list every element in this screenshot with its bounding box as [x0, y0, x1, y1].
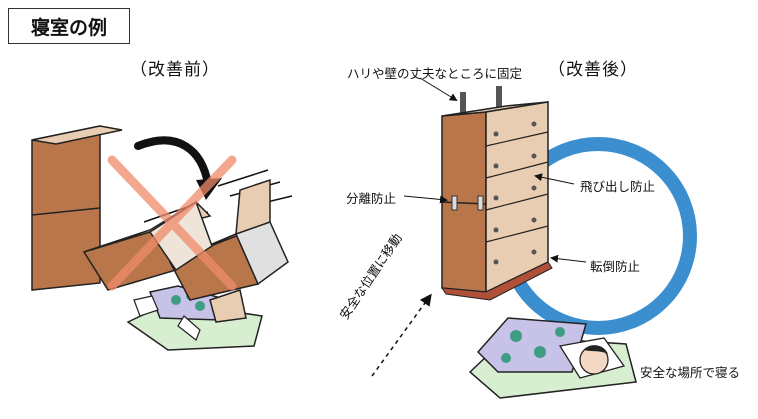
- before-scene: [31, 125, 293, 351]
- before-heading: （改善前）: [130, 60, 220, 80]
- fixed-chest: [441, 101, 553, 301]
- after-heading: （改善後）: [548, 60, 638, 80]
- label-tipping-prevention: 転倒防止: [590, 259, 641, 274]
- label-fix-to-beam: ハリや壁の丈夫なところに固定: [347, 66, 523, 81]
- falling-chest-back: [31, 125, 123, 291]
- label-separation-prevention: 分離防止: [346, 191, 397, 206]
- label-sleep-safe-place: 安全な場所で寝る: [640, 365, 741, 380]
- after-futon: [468, 317, 637, 399]
- move-arrow: [371, 293, 432, 377]
- fall-arrow: [134, 136, 212, 188]
- after-scene: [371, 77, 697, 399]
- danger-cross: [107, 155, 237, 291]
- page-title: 寝室の例: [8, 8, 130, 44]
- label-jump-out-prevention: 飛び出し防止: [580, 179, 656, 194]
